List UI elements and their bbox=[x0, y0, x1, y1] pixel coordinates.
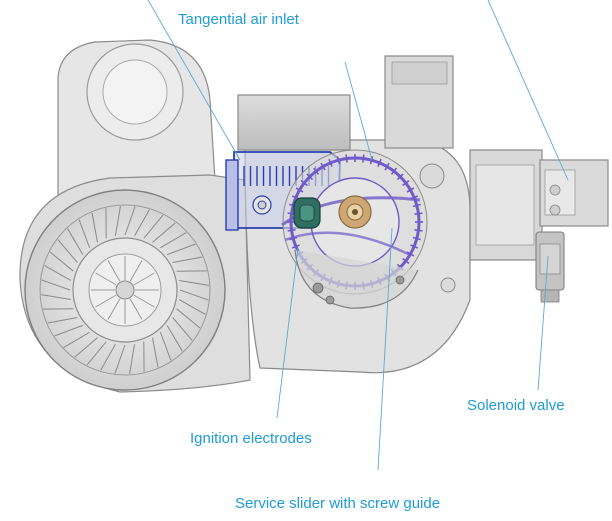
nozzle bbox=[339, 196, 371, 228]
valve-block bbox=[470, 150, 608, 302]
ignition-electrode-block bbox=[294, 198, 320, 228]
label-solenoid-valve: Solenoid valve bbox=[467, 397, 565, 414]
blower-fan bbox=[20, 175, 250, 392]
label-service-slider: Service slider with screw guide bbox=[235, 495, 440, 512]
solenoid-valve-body bbox=[536, 232, 564, 302]
label-tangential-air-inlet: Tangential air inlet bbox=[178, 11, 299, 28]
label-ignition-electrodes: Ignition electrodes bbox=[190, 430, 312, 447]
